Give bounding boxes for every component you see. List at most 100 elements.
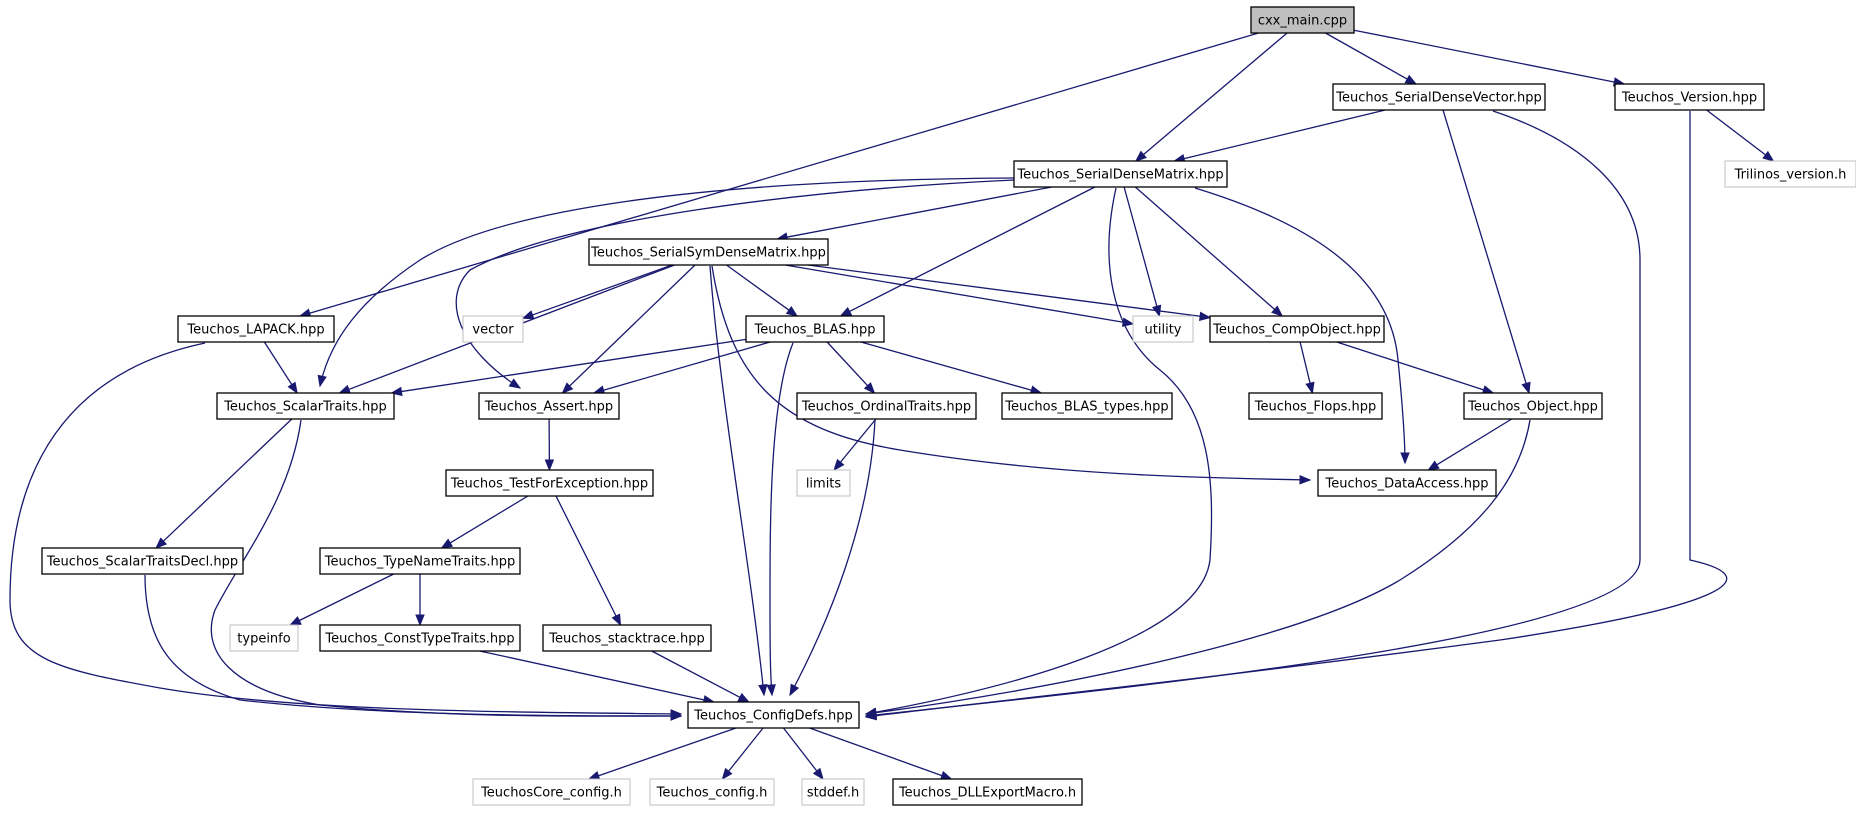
node-configdefs[interactable]: Teuchos_ConfigDefs.hpp [687,701,860,729]
edge-line [848,186,1096,313]
edge-configdefs-to-coreconfig [587,727,737,781]
edge-configdefs-to-dllexport [809,727,953,780]
edge-ssdm-to-dataaccess [711,265,1312,485]
node-box [588,238,829,266]
edge-cxx_main-to-sdm [1134,32,1288,162]
edge-version-to-trilinos_version [1706,109,1775,162]
node-box [472,778,631,806]
node-cxx_main[interactable]: cxx_main.cpp [1250,6,1355,34]
node-box [745,315,885,343]
arrowhead [1400,452,1410,465]
node-label: Teuchos_ConstTypeTraits.hpp [324,632,514,647]
edge-line [568,264,696,388]
node-scalartraits[interactable]: Teuchos_ScalarTraits.hpp [216,392,395,420]
arrowhead [1404,74,1418,85]
node-label: typeinfo [237,632,290,647]
node-dllexport[interactable]: Teuchos_DLLExportMacro.h [892,778,1083,806]
node-compobject[interactable]: Teuchos_CompObject.hpp [1209,315,1385,343]
node-sdm[interactable]: Teuchos_SerialDenseMatrix.hpp [1013,160,1228,188]
edge-line [308,32,1259,315]
edge-line [263,341,293,386]
arrowhead [812,767,824,781]
node-object[interactable]: Teuchos_Object.hpp [1463,392,1603,420]
node-version[interactable]: Teuchos_Version.hpp [1614,83,1765,111]
node-label: stddef.h [807,786,859,801]
node-config: Teuchos_config.h [649,778,775,806]
edge-line [782,727,819,773]
arrowhead [611,613,622,627]
edge-line [531,264,673,316]
edge-ordinaltraits-to-limits [833,418,877,472]
node-label: Teuchos_SerialDenseVector.hpp [1335,91,1542,106]
edge-line [865,419,1531,715]
edge-sdm-to-configdefs [864,187,1213,717]
node-blastypes[interactable]: Teuchos_BLAS_types.hpp [1001,392,1173,420]
node-box [649,778,775,806]
arrowhead [521,310,535,320]
node-ordinaltraits[interactable]: Teuchos_OrdinalTraits.hpp [796,392,977,420]
node-box [1614,83,1765,111]
node-box [1463,392,1603,420]
node-flops[interactable]: Teuchos_Flops.hpp [1248,392,1383,420]
edge-sdv-to-sdm [1172,109,1386,164]
edge-line [1123,186,1158,308]
node-lapack[interactable]: Teuchos_LAPACK.hpp [177,315,335,343]
edge-sdm-to-utility [1123,186,1162,318]
edge-blas-to-configdefs [766,342,794,697]
edge-line [1299,341,1311,385]
node-blas[interactable]: Teuchos_BLAS.hpp [745,315,885,343]
edge-line [602,341,771,392]
node-box [1001,392,1173,420]
edge-lapack-to-scalartraits [263,341,298,395]
node-dataaccess[interactable]: Teuchos_DataAccess.hpp [1317,469,1497,497]
node-trilinos_version: Trilinos_version.h [1724,160,1856,188]
node-label: Teuchos_ScalarTraits.hpp [223,400,387,415]
node-box [229,624,299,652]
edge-ssdm-to-assert [561,264,696,394]
edge-line [298,573,394,622]
edge-line [1325,32,1409,81]
edge-line [162,418,293,543]
arrowhead [721,767,733,781]
edge-line [711,265,1311,481]
edge-line [709,265,765,696]
node-stacktrace[interactable]: Teuchos_stacktrace.hpp [542,624,712,652]
node-box [796,392,977,420]
arrowhead [289,616,302,626]
arrowhead [939,771,953,780]
edge-blas-to-assert [592,341,771,395]
node-label: Teuchos_DataAccess.hpp [1324,477,1488,492]
node-box [177,315,335,343]
edge-line [448,495,529,544]
edge-blas-to-ordinaltraits [826,341,876,394]
edge-testforexception-to-typenametraits [440,495,529,549]
node-box [462,315,524,343]
node-label: Teuchos_Assert.hpp [484,400,613,415]
edge-testforexception-to-stacktrace [555,495,622,627]
node-label: Teuchos_SerialSymDenseMatrix.hpp [590,246,826,261]
node-label: Teuchos_BLAS_types.hpp [1004,400,1168,415]
edge-configdefs-to-stddef [782,727,824,781]
node-box [478,392,620,420]
edge-line [1142,32,1288,156]
node-label: cxx_main.cpp [1258,14,1347,29]
node-consttypetraits[interactable]: Teuchos_ConstTypeTraits.hpp [319,624,521,652]
edge-line [1706,109,1767,157]
edge-line [144,574,682,717]
node-label: limits [806,477,842,492]
node-box [319,547,521,575]
edge-line [726,264,791,312]
edge-ssdm-to-utility [785,264,1135,327]
node-label: Teuchos_DLLExportMacro.h [898,786,1076,801]
edge-line [479,650,706,701]
edge-configdefs-to-config [721,727,764,781]
node-sdv[interactable]: Teuchos_SerialDenseVector.hpp [1332,83,1546,111]
node-testforexception[interactable]: Teuchos_TestForException.hpp [445,469,654,497]
node-label: Teuchos_config.h [656,786,768,801]
node-assert[interactable]: Teuchos_Assert.hpp [478,392,620,420]
edge-ssdm-to-compobject [807,264,1212,321]
node-ssdm[interactable]: Teuchos_SerialSymDenseMatrix.hpp [588,238,829,266]
arrowhead [785,306,799,317]
node-typenametraits[interactable]: Teuchos_TypeNameTraits.hpp [319,547,521,575]
node-scalartraitsdecl[interactable]: Teuchos_ScalarTraitsDecl.hpp [41,547,244,575]
